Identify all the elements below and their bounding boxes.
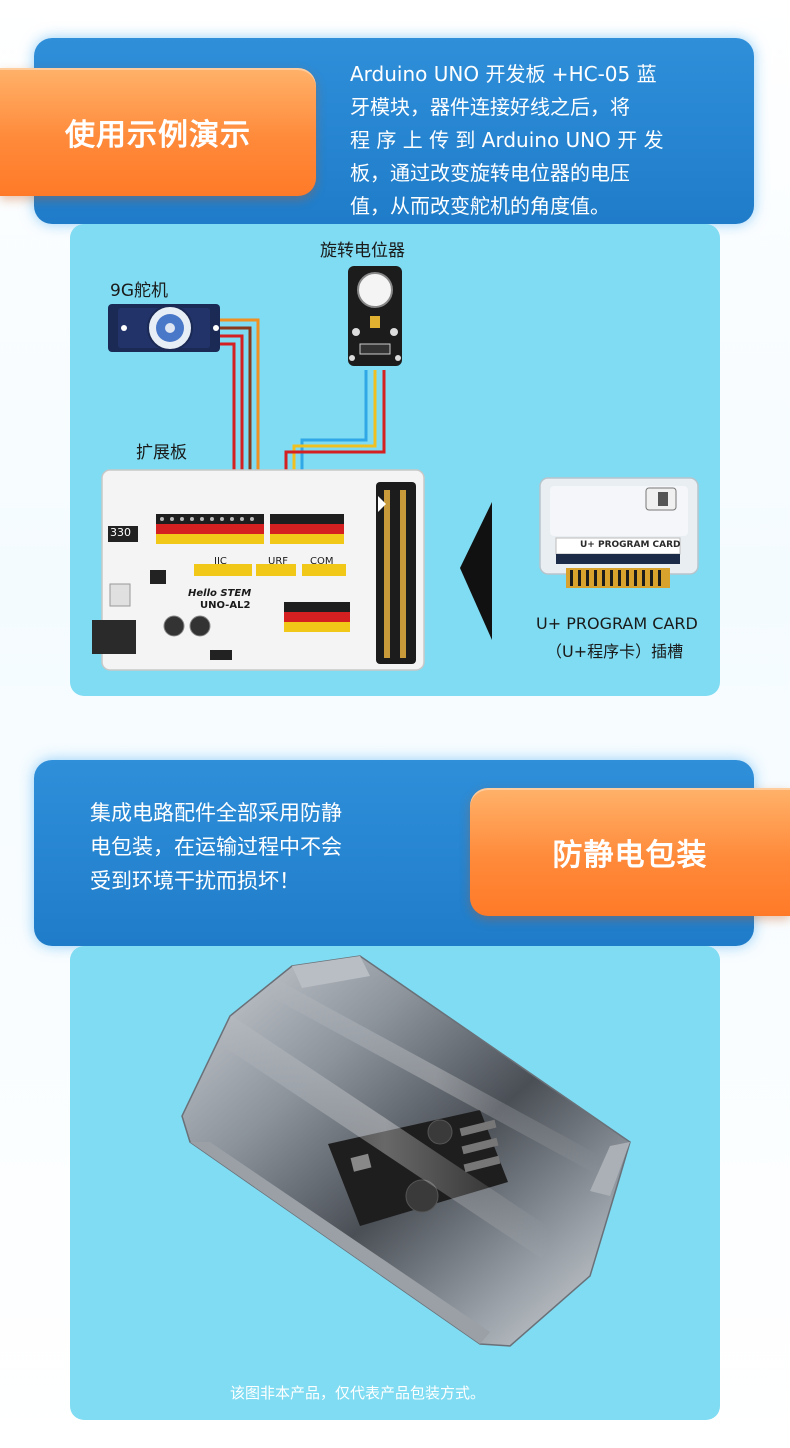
header-iic-label: IIC xyxy=(214,556,227,567)
packaging-caption: 该图非本产品，仅代表产品包装方式。 xyxy=(230,1384,486,1402)
card-face-label: U+ PROGRAM CARD xyxy=(580,540,681,550)
label-program-card-line2: （U+程序卡）插槽 xyxy=(546,642,684,661)
antistatic-description: 集成电路配件全部采用防静 电包装，在运输过程中不会 受到环境干扰而损坏！ xyxy=(90,796,450,898)
label-program-card-line1: U+ PROGRAM CARD xyxy=(536,614,698,633)
antistatic-description-line: 受到环境干扰而损坏！ xyxy=(90,869,300,893)
antistatic-description-line: 集成电路配件全部采用防静 xyxy=(90,801,342,825)
demo-description-line: 程 序 上 传 到 Arduino UNO 开 发 xyxy=(350,128,664,152)
antistatic-bag-image xyxy=(181,955,631,1347)
demo-title-pill: 使用示例演示 xyxy=(0,68,316,196)
demo-description-line: Arduino UNO 开发板 +HC-05 蓝 xyxy=(350,62,657,86)
wiring-diagram xyxy=(92,266,699,671)
demo-description-line: 值，从而改变舵机的角度值。 xyxy=(350,194,610,218)
demo-description: Arduino UNO 开发板 +HC-05 蓝 牙模块，器件连接好线之后，将 … xyxy=(350,58,730,223)
antistatic-description-line: 电包装，在运输过程中不会 xyxy=(90,835,342,859)
header-urf-label: URF xyxy=(268,556,289,567)
arrow-left-icon xyxy=(460,502,492,640)
demo-description-line: 牙模块，器件连接好线之后，将 xyxy=(350,95,630,119)
antistatic-title-pill: 防静电包装 xyxy=(470,788,790,916)
potentiometer-module xyxy=(348,266,402,366)
servo-motor xyxy=(108,304,220,352)
label-expansion-board: 扩展板 xyxy=(136,443,187,463)
expansion-board xyxy=(92,469,425,671)
board-brand: Hello STEM xyxy=(188,588,252,599)
header-com-label: COM xyxy=(310,556,334,567)
label-potentiometer: 旋转电位器 xyxy=(320,241,405,261)
program-card xyxy=(539,477,699,588)
resistor-value: 330 xyxy=(110,526,131,539)
servo-wires xyxy=(220,318,260,524)
board-model: UNO-AL2 xyxy=(200,600,251,611)
demo-title: 使用示例演示 xyxy=(65,118,251,153)
demo-description-line: 板，通过改变旋转电位器的电压 xyxy=(350,161,630,185)
antistatic-title: 防静电包装 xyxy=(552,838,708,873)
label-servo: 9G舵机 xyxy=(110,281,168,301)
